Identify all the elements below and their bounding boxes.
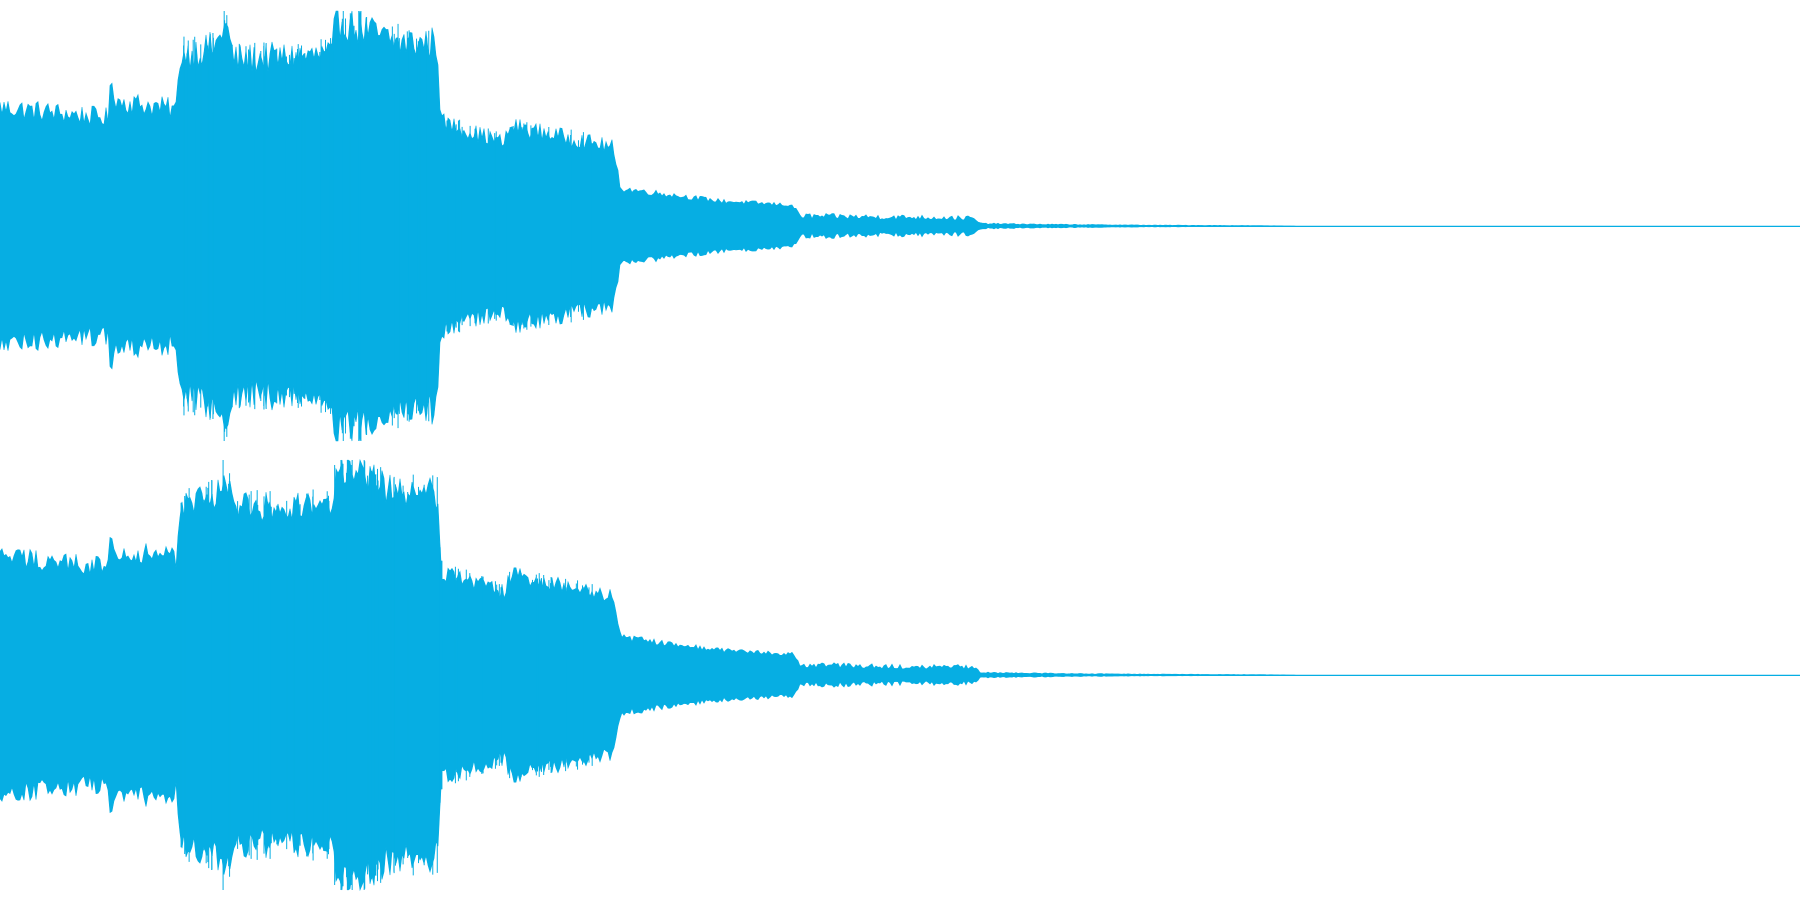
channel-envelope [0,458,1800,892]
waveform-channel-1 [0,10,1800,442]
waveform-channel-2 [0,458,1800,892]
channel-envelope [0,10,1800,442]
